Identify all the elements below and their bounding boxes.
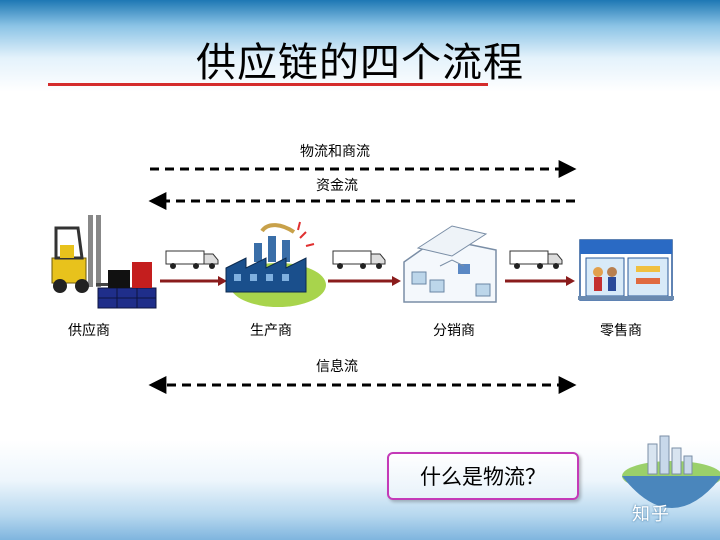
storefront-icon	[578, 239, 674, 301]
question-button[interactable]: 什么是物流？	[387, 452, 579, 500]
title-underline	[48, 83, 488, 86]
connector-producer-distributor	[328, 276, 401, 286]
node-label-supplier: 供应商	[68, 323, 110, 339]
truck-icon	[509, 250, 563, 269]
node-label-retailer: 零售商	[600, 323, 642, 339]
capital-flow-label: 资金流	[316, 178, 358, 194]
question-text: 什么是物流？	[420, 465, 546, 489]
forklift-icon	[51, 215, 157, 309]
warehouse-icon	[403, 225, 497, 303]
factory-icon	[225, 221, 326, 307]
truck-icon	[332, 250, 386, 269]
node-label-distributor: 分销商	[433, 323, 475, 339]
truck-icon	[165, 250, 219, 269]
connector-supplier-producer	[160, 276, 227, 286]
page-title: 供应链的四个流程	[196, 40, 524, 86]
island-icon	[622, 435, 720, 508]
watermark: 知乎	[632, 504, 670, 525]
connector-distributor-retailer	[505, 276, 575, 286]
information-flow-label: 信息流	[316, 359, 358, 375]
node-label-producer: 生产商	[250, 323, 292, 339]
logistics-business-flow-label: 物流和商流	[300, 144, 370, 160]
